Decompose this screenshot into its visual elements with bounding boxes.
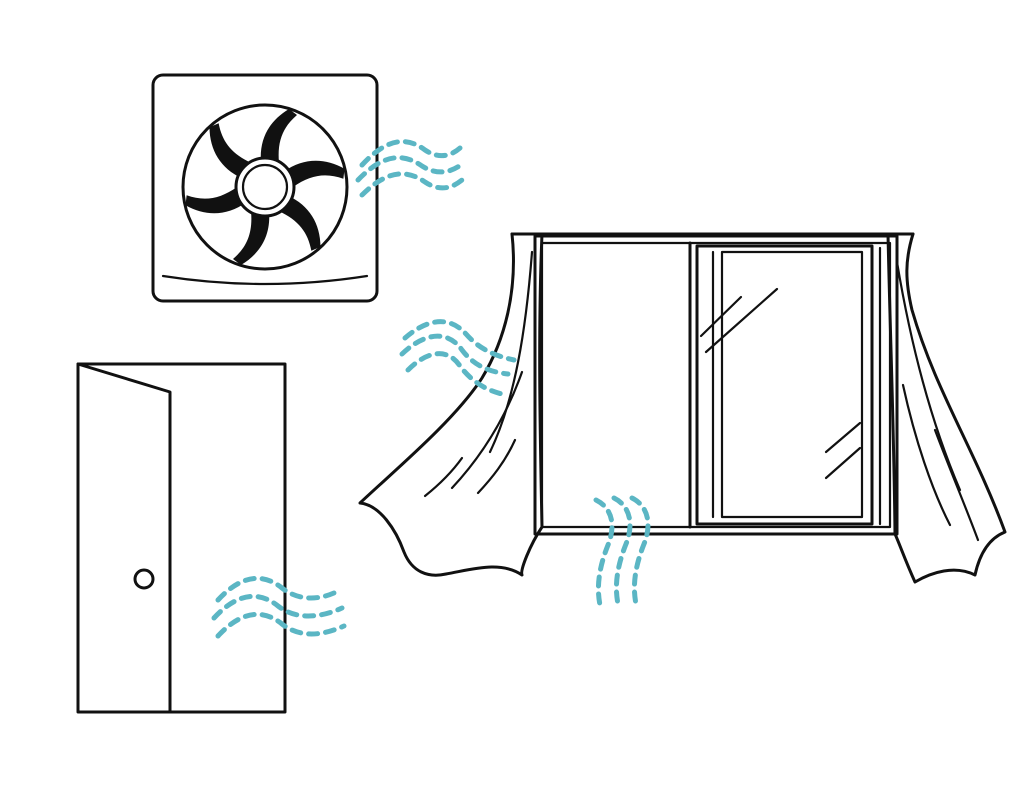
window-frame-inner [540, 241, 892, 529]
fan-hub-inner [241, 163, 289, 211]
air-stream [359, 171, 465, 198]
glass-glare [704, 287, 779, 354]
glass-glare [824, 446, 862, 480]
air-stream [405, 351, 505, 397]
door [76, 362, 287, 714]
fan-grille-curve [161, 274, 369, 286]
glass-glare [699, 295, 743, 338]
fan-blade [260, 109, 297, 163]
airflow-fan [355, 139, 465, 198]
fan-blades [185, 109, 345, 265]
curtain-fold [423, 456, 464, 498]
air-stream [629, 495, 651, 607]
door-leaf-open [76, 362, 172, 714]
curtain-fold [476, 438, 517, 495]
fan-blade [278, 195, 321, 251]
glass-glare [824, 421, 862, 454]
curtain-outline [886, 232, 1007, 584]
curtain-fold [488, 250, 534, 454]
door-knob [133, 568, 155, 590]
sliding-pane-glass [720, 250, 864, 519]
air-stream [402, 319, 517, 363]
airflow-window-bottom [593, 495, 651, 608]
curtain-fold [895, 260, 962, 492]
air-stream [215, 576, 343, 603]
curtain-fold [450, 370, 524, 490]
fan-blade [283, 160, 345, 188]
air-stream [355, 155, 465, 183]
air-stream [399, 333, 511, 377]
airflow [211, 139, 651, 639]
door-frame [76, 362, 287, 714]
sliding-pane [695, 244, 874, 526]
air-stream [211, 594, 345, 621]
curtain-fold [933, 428, 980, 542]
fan-blade [233, 211, 270, 265]
fan-housing [151, 73, 379, 303]
ventilation-fan [151, 73, 379, 303]
air-stream [359, 139, 463, 168]
fan-blade [185, 186, 247, 214]
curtain-outline [358, 232, 544, 577]
airflow-door [211, 576, 347, 639]
right-curtain [886, 232, 1007, 584]
airflow-window-left [399, 319, 517, 397]
curtain-fold [901, 383, 952, 527]
window-frame-outer [533, 234, 899, 536]
fan-blade [209, 123, 252, 179]
fan-rim [181, 103, 349, 271]
air-stream [593, 497, 615, 608]
left-curtain [358, 232, 544, 577]
air-stream [611, 495, 633, 607]
air-stream [215, 612, 347, 639]
window [510, 232, 915, 536]
